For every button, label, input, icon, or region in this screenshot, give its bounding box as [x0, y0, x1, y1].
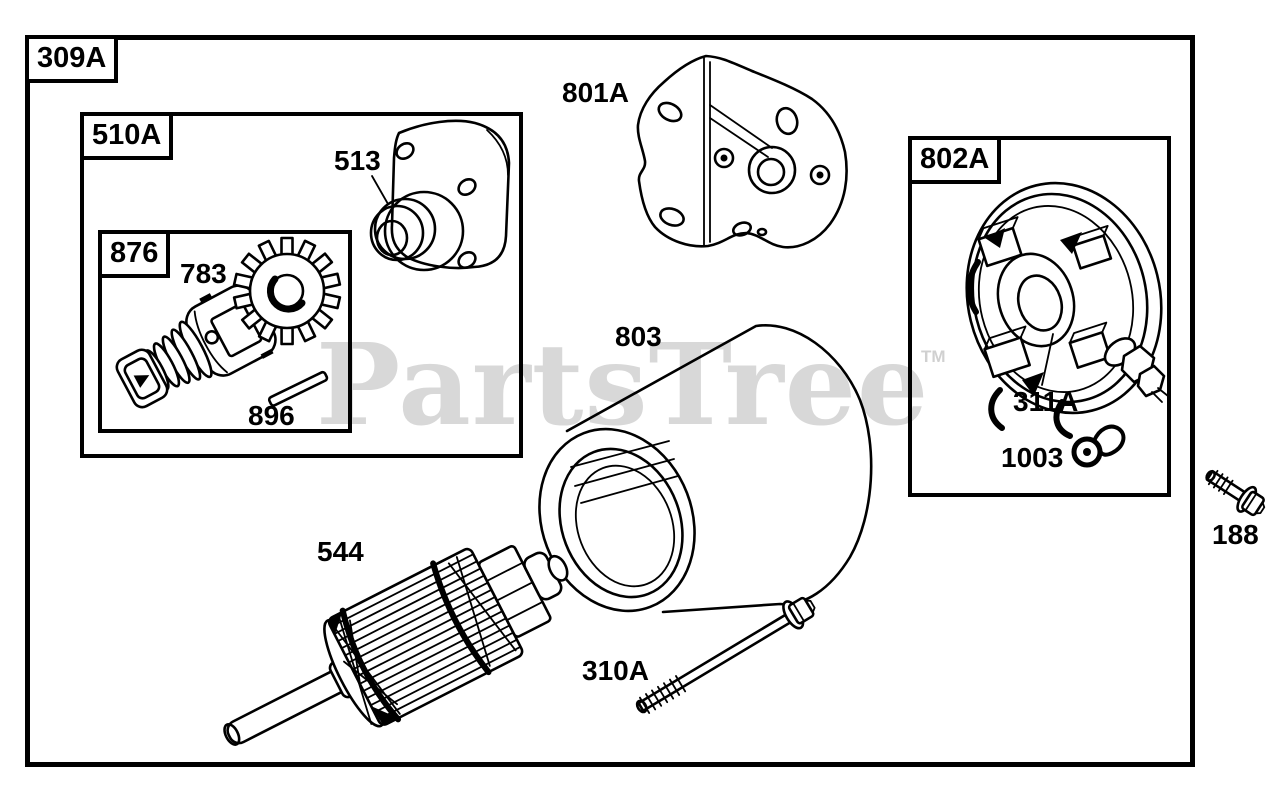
part-label-310A: 310A — [582, 655, 649, 686]
part-label-803: 803 — [615, 321, 662, 352]
part-783-gear-drawing — [232, 236, 342, 346]
group-label-309A: 309A — [25, 35, 119, 83]
part-802A-drawing — [965, 181, 1169, 439]
part-label-544: 544 — [317, 536, 364, 567]
part-513-drawing — [369, 119, 511, 272]
part-783-clutch-drawing — [115, 284, 277, 409]
part-544-drawing — [223, 545, 569, 746]
part-label-1003: 1003 — [1001, 442, 1064, 473]
watermark-tm: TM — [921, 347, 946, 366]
watermark-text: PartsTree — [316, 320, 930, 451]
part-188-drawing — [1205, 469, 1266, 517]
part-label-188: 188 — [1212, 519, 1259, 550]
group-label-802A: 802A — [908, 136, 1002, 184]
part-label-896: 896 — [248, 400, 295, 431]
group-label-876: 876 — [98, 230, 171, 278]
part-803-drawing — [538, 323, 873, 614]
part-1003-drawing — [1071, 424, 1126, 468]
part-label-513: 513 — [334, 145, 381, 176]
part-896-drawing — [267, 370, 329, 407]
group-label-510A: 510A — [80, 112, 174, 160]
part-801A-drawing — [636, 54, 848, 249]
part-label-801A: 801A — [562, 77, 629, 108]
part-label-783: 783 — [180, 258, 227, 289]
part-label-311A: 311A — [1013, 386, 1079, 417]
part-310A-drawing — [635, 596, 816, 714]
